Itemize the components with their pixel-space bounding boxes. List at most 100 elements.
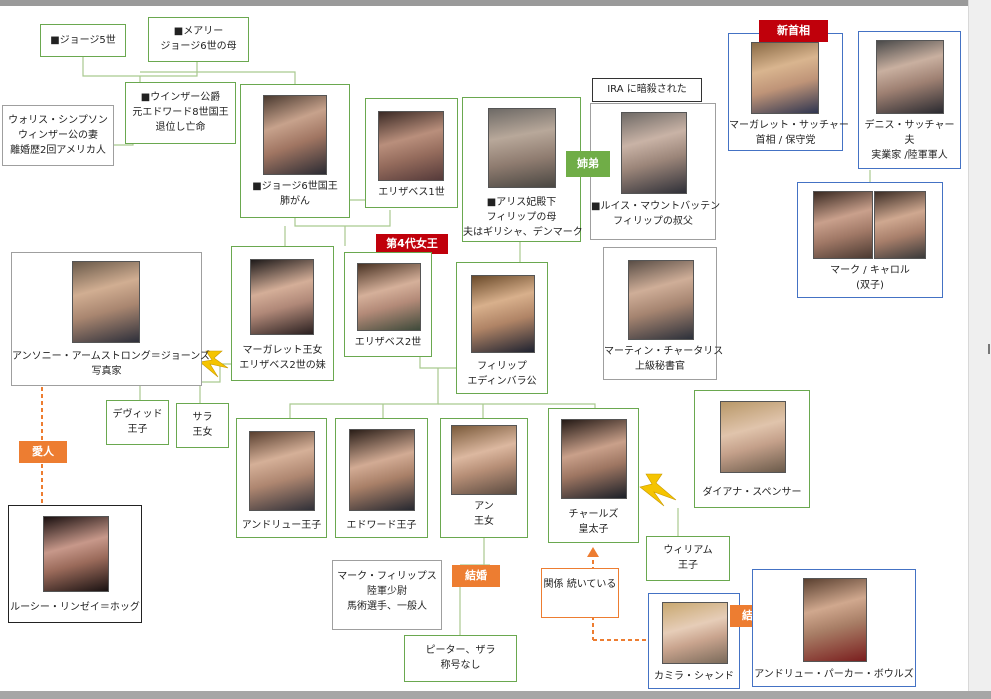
name-line: ウィリアム — [663, 545, 713, 556]
person-anne[interactable]: アン 王女 — [440, 418, 528, 538]
person-parker[interactable]: アンドリュー・パーカー・ボウルズ — [752, 569, 916, 687]
portrait-photo — [628, 260, 694, 340]
portrait-photo — [876, 40, 944, 114]
desc-line: 王女 — [474, 516, 494, 527]
person-george6[interactable]: ■ジョージ6世国王 肺がん — [240, 84, 350, 218]
tag-new-pm: 新首相 — [759, 20, 828, 42]
person-elizabeth2[interactable]: エリザベス2世 — [344, 252, 432, 357]
lightning-icon — [199, 350, 229, 378]
portrait-photo — [488, 108, 556, 188]
person-peter-zara[interactable]: ピーター、ザラ 称号なし — [404, 635, 517, 682]
person-lucy[interactable]: ルーシー・リンゼイ＝ホッグ — [8, 505, 142, 623]
lightning-icon — [639, 473, 677, 507]
person-markphillips[interactable]: マーク・フィリップス 陸軍少尉 馬術選手、一般人 — [332, 560, 442, 630]
desc-line: 肺がん — [280, 196, 310, 207]
name-line: アンソニー・アームストロング＝ジョーンズ — [12, 351, 210, 362]
callout-ira: IRA に暗殺された — [592, 78, 702, 102]
name-line: ■アリス妃殿下 — [486, 197, 557, 208]
name-line: デニス・サッチャー — [864, 120, 955, 131]
name-line: マーク / キャロル — [830, 265, 910, 276]
desc-line: 皇太子 — [578, 524, 609, 535]
person-elizabeth1[interactable]: エリザベス1世 — [365, 98, 458, 208]
person-sarah[interactable]: サラ 王女 — [176, 403, 229, 448]
portrait-photo — [803, 578, 867, 662]
name-line: アンドリュー・パーカー・ボウルズ — [754, 669, 914, 680]
callout-text: 続いている — [566, 579, 617, 590]
tag-fourth-queen: 第4代女王 — [376, 234, 448, 254]
person-david[interactable]: デヴィッド 王子 — [106, 400, 169, 445]
desc-line: フィリップの叔父 — [613, 216, 693, 227]
desc-line: 実業家 /陸軍軍人 — [871, 150, 948, 161]
person-charles[interactable]: チャールズ 皇太子 — [548, 408, 639, 543]
scrollbar-track[interactable] — [968, 0, 991, 699]
portrait-photo — [249, 431, 315, 511]
portrait-photo — [451, 425, 517, 495]
name-line: エリザベス2世 — [354, 337, 422, 348]
callout-relation: 関係 続いている — [541, 568, 619, 618]
name-line: マーガレット王女 — [242, 345, 323, 356]
portrait-photo — [378, 111, 444, 181]
name-line: ウォリス・シンプソン — [8, 115, 108, 126]
desc-line: フィリップの母 — [486, 212, 557, 223]
name-line: ■ウインザー公爵 — [140, 92, 221, 103]
person-mary[interactable]: ■メアリー ジョージ6世の母 — [148, 17, 249, 62]
name-line: ■ルイス・マウントバッテン — [591, 201, 721, 212]
person-armstrong[interactable]: アンソニー・アームストロング＝ジョーンズ 写真家 — [11, 252, 210, 386]
tag-lover: 愛人 — [19, 441, 67, 463]
portrait-photo — [621, 112, 687, 194]
person-windsor[interactable]: ■ウインザー公爵 元エドワード8世国王 退位し亡命 — [125, 82, 236, 144]
name-line: エドワード王子 — [346, 520, 417, 531]
desc-line: 夫はギリシャ、デンマーク — [463, 227, 583, 238]
tag-marriage-anne: 結婚 — [452, 565, 500, 587]
person-wallis[interactable]: ウォリス・シンプソン ウィンザー公の妻 離婚歴2回アメリカ人 — [2, 105, 114, 166]
person-martin[interactable]: マーティン・チャータリス 上級秘書官 — [603, 247, 723, 380]
desc-line: エリザベス2世の妹 — [239, 360, 326, 371]
name-line: ピーター、ザラ — [425, 645, 496, 656]
name-line: エリザベス1世 — [378, 187, 445, 198]
portrait-photo — [250, 259, 314, 335]
window-bottom-bar — [0, 691, 991, 699]
desc-line: 王子 — [678, 560, 698, 571]
portrait-photo — [662, 602, 728, 664]
tag-text: 結婚 — [465, 569, 487, 582]
person-denis[interactable]: デニス・サッチャー 夫 実業家 /陸軍軍人 — [858, 31, 961, 169]
scrollbar-thumb[interactable] — [988, 344, 990, 354]
person-edward[interactable]: エドワード王子 — [335, 418, 428, 538]
portrait-photo — [357, 263, 421, 331]
callout-text: 関係 — [543, 579, 564, 590]
portrait-photo — [813, 191, 873, 259]
name-line: マーガレット・サッチャー — [729, 120, 849, 131]
portrait-photo — [751, 42, 819, 114]
desc-line: 写真家 — [91, 366, 122, 377]
portrait-photo — [263, 95, 327, 175]
desc-line: 夫 — [904, 135, 915, 146]
name-line: サラ — [192, 412, 213, 423]
person-george5[interactable]: ■ジョージ5世 — [40, 24, 126, 57]
person-diana[interactable]: ダイアナ・スペンサー — [694, 390, 810, 508]
name-line: マーク・フィリップス — [337, 571, 437, 582]
desc-line: 王子 — [127, 424, 148, 435]
name-line: アン — [474, 501, 494, 512]
desc-line: 元エドワード8世国王 — [132, 107, 229, 118]
person-alice[interactable]: ■アリス妃殿下 フィリップの母 夫はギリシャ、デンマーク — [462, 97, 583, 242]
person-william[interactable]: ウィリアム 王子 — [646, 536, 730, 581]
person-camilla[interactable]: カミラ・シャンド — [648, 593, 740, 689]
person-andrew[interactable]: アンドリュー王子 — [236, 418, 327, 538]
desc-line: 上級秘書官 — [635, 361, 685, 372]
name-line: アンドリュー王子 — [241, 520, 322, 531]
desc-line: ジョージ6世の母 — [160, 41, 237, 52]
desc-line: 退位し亡命 — [155, 122, 206, 133]
portrait-photo — [43, 516, 109, 592]
desc-line: (双子) — [856, 280, 884, 291]
portrait-photo — [874, 191, 926, 259]
desc-line: 離婚歴2回アメリカ人 — [10, 145, 106, 156]
desc-line: ウィンザー公の妻 — [18, 130, 98, 141]
person-thatcher[interactable]: マーガレット・サッチャー 首相 / 保守党 — [728, 33, 849, 151]
person-twins[interactable]: マーク / キャロル (双子) — [797, 182, 943, 298]
person-margaret[interactable]: マーガレット王女 エリザベス2世の妹 — [231, 246, 334, 381]
desc-line: 首相 / 保守党 — [755, 135, 816, 146]
person-philip[interactable]: フィリップ エディンバラ公 — [456, 262, 548, 394]
name-line: チャールズ — [568, 509, 619, 520]
tag-text: 姉弟 — [577, 157, 599, 170]
portrait-photo — [561, 419, 627, 499]
